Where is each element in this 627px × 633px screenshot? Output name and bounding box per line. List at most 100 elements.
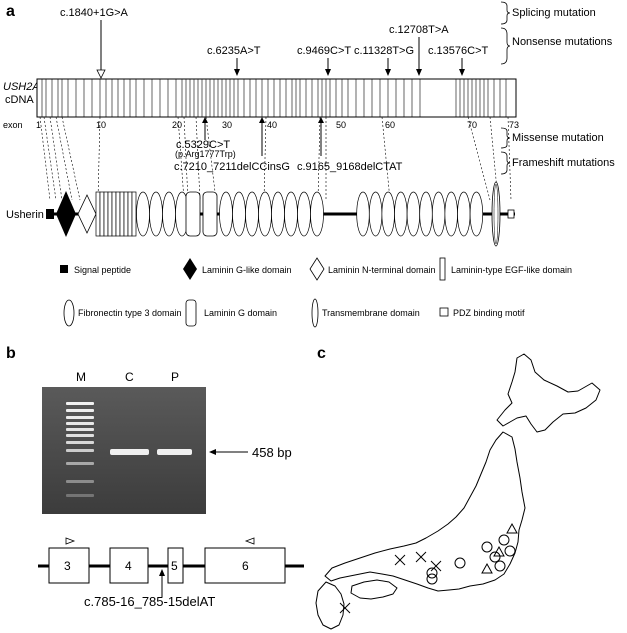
fibronectin-repeat-icon [419,191,433,237]
triangle-marker [481,562,493,574]
deletion-arrow-head-icon [159,569,165,576]
legend-laminin-g-like-label: Laminin G-like domain [202,265,292,275]
panel-b: b M C P 458 bp 3 4 5 6 c.785-16_785-15de… [6,345,304,609]
mutation-label-9469: c.9469C>T [297,45,351,57]
ladder-band [66,449,94,452]
exon-number-50: 50 [336,120,346,130]
legend-transmembrane-icon [311,298,319,328]
map-markers [339,522,518,614]
mutation-label-9165: c.9165_9168delCTAT [297,161,403,173]
legend-fibronectin-icon [63,299,75,327]
arrow-7210-head-icon [259,117,265,123]
circle-marker [426,567,438,579]
gel-band-control [110,449,149,455]
dashed-connector [205,116,217,201]
splicing-category-label: Splicing mutation [512,7,596,19]
legend-egf-like-icon [439,257,446,281]
circle-marker [454,557,466,569]
arrow-6235-head-icon [234,69,240,76]
japan-map [315,353,601,630]
cdna-bar [36,78,517,118]
egf-repeat-icon [99,191,105,237]
circle-marker [489,551,501,563]
laminin-g-like-domain-icon [56,191,76,237]
dashed-connector [467,116,491,201]
arrow-13576-head-icon [459,69,465,76]
legend-egf-like-label: Laminin-type EGF-like domain [451,265,572,275]
cross-marker [415,551,427,563]
panel-c-letter: c [317,345,326,362]
dashed-connector [183,116,189,201]
usherin-protein [46,181,515,247]
legend-laminin-g-domain-icon [185,299,197,327]
reverse-primer-icon [244,537,255,545]
exon-number-1: 1 [36,120,41,130]
exon-number-70: 70 [467,120,477,130]
cross-stroke [339,602,351,614]
dashed-connector [381,116,391,201]
egf-repeat-icon [95,191,101,237]
legend-signal-peptide-label: Signal peptide [74,265,131,275]
exon-number-20: 20 [172,120,182,130]
fibronectin-repeat-icon [162,191,176,237]
cross-marker [430,560,442,572]
circle-marker [498,534,510,546]
fibronectin-repeat-icon [431,191,446,237]
fibronectin-repeat-icon [149,191,163,237]
fibronectin-repeats-1 [136,191,189,237]
arrow-12708-head-icon [416,69,422,76]
hokkaido-outline [496,353,601,433]
ladder-band [66,402,94,405]
panel-a: a Splicing mutation Nonsense mutations M… [3,1,615,328]
legend-laminin-g-domain-label: Laminin G domain [204,308,277,318]
circle-marker [494,560,506,572]
exon-4-box [109,547,149,584]
mutation-label-13576: c.13576C>T [428,45,489,57]
circle-marker [481,541,493,553]
arrow-9165-head-icon [318,117,324,123]
dashed-connector [195,116,201,201]
fibronectin-repeat-icon [356,191,370,237]
ladder-band [66,462,94,465]
lane-label-m: M [76,370,86,384]
egf-repeat-icon [127,191,133,237]
fibronectin-repeat-icon [219,191,233,237]
triangle-marker [506,522,518,534]
dashed-connector [177,116,185,201]
exon-boundaries [41,79,507,117]
fibronectin-repeat-icon [406,191,421,237]
exon-number-73: 73 [509,120,519,130]
dashed-connector [263,116,267,201]
cross-stroke [430,560,442,572]
mutation-label-7210: c.7210_7211delCCinsG [174,161,290,173]
panel-a-letter: a [6,3,15,20]
cross-stroke [415,551,427,563]
protein-name: Usherin [6,209,44,221]
dashed-connector [49,116,63,201]
exon-6-box [204,547,286,584]
exon-number-60: 60 [385,120,395,130]
egf-repeat-icon [107,191,113,237]
ladder-band [66,409,94,412]
exon-3-label: 3 [64,559,71,573]
fibronectin-repeat-icon [136,191,150,237]
exon-5-box [167,547,184,584]
dashed-connector [97,116,101,201]
exon-3-box [48,547,90,584]
fibronectin-repeats-3 [356,191,484,237]
fibronectin-repeat-icon [284,191,298,237]
cross-marker [339,602,351,614]
triangle-marker [493,545,505,557]
forward-primer-icon [65,537,76,545]
frameshift-category-label: Frameshift mutations [512,157,615,169]
gel-band-patient [157,449,192,455]
dashed-connector [61,116,81,201]
dna-ladder [66,402,94,497]
mutation-sublabel-5329: (p.Arg1777Trp) [175,149,236,159]
fibronectin-repeat-icon [381,191,395,237]
fibronectin-repeat-icon [469,191,484,237]
exon-axis-label: exon [3,120,23,130]
fibronectin-repeat-icon [297,191,311,237]
arrow-11328-head-icon [385,69,391,76]
ladder-band [66,416,94,419]
